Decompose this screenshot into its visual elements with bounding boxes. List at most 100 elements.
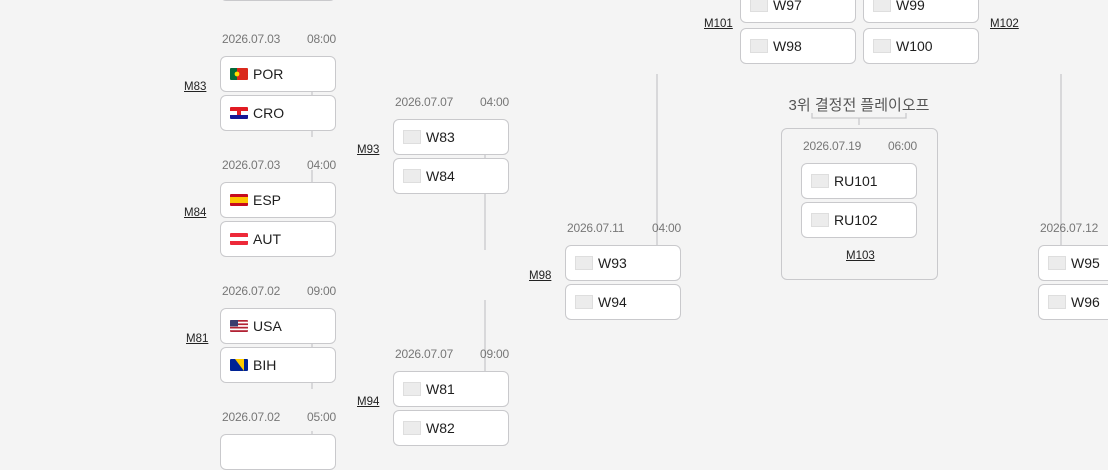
match-m98: 2026.07.11 04:00 W93 W94	[565, 221, 681, 320]
placeholder-flag-icon	[750, 39, 768, 53]
team-name: ESP	[253, 192, 282, 208]
team-slot[interactable]: W96	[1038, 284, 1108, 320]
team-slot-por[interactable]: POR	[220, 56, 336, 92]
team-name: POR	[253, 66, 284, 82]
team-slot[interactable]: W98	[740, 28, 856, 64]
placeholder-flag-icon	[1048, 256, 1066, 270]
team-name: USA	[253, 318, 282, 334]
team-slot-bih[interactable]: BIH	[220, 347, 336, 383]
match-time: 04:00	[306, 158, 336, 172]
placeholder-flag-icon	[811, 174, 829, 188]
match-date: 2026.07.07	[395, 95, 454, 109]
match-time: 06:00	[887, 139, 917, 153]
match-m81: 2026.07.02 09:00 USA BIH	[220, 284, 336, 383]
match-m93: 2026.07.07 04:00 W83 W84	[393, 95, 509, 194]
team-name: W98	[773, 38, 802, 54]
match-date: 2026.07.12	[1040, 221, 1099, 235]
placeholder-flag-icon	[575, 295, 593, 309]
match-link-m98[interactable]: M98	[529, 270, 552, 282]
placeholder-flag-icon	[811, 213, 829, 227]
team-slot[interactable]: RU101	[801, 163, 917, 199]
team-slot[interactable]: W81	[393, 371, 509, 407]
team-slot-cro[interactable]: CRO	[220, 95, 336, 131]
match-m101: W97 W98	[740, 0, 856, 64]
team-slot[interactable]: W83	[393, 119, 509, 155]
croatia-flag-icon	[230, 107, 248, 119]
placeholder-flag-icon	[403, 169, 421, 183]
match-link-m102[interactable]: M102	[990, 18, 1019, 30]
match-m94: 2026.07.07 09:00 W81 W82	[393, 347, 509, 446]
team-slot[interactable]: W97	[740, 0, 856, 23]
team-slot-aut[interactable]: AUT	[220, 221, 336, 257]
placeholder-flag-icon	[873, 0, 891, 12]
team-name: W97	[773, 0, 802, 13]
match-date: 2026.07.03	[222, 158, 281, 172]
placeholder-flag-icon	[575, 256, 593, 270]
team-name: W93	[598, 255, 627, 271]
match-date: 2026.07.02	[222, 410, 281, 424]
team-slot[interactable]	[220, 0, 336, 1]
team-slot[interactable]: W82	[393, 410, 509, 446]
match-link-m81[interactable]: M81	[186, 333, 209, 345]
team-name: W94	[598, 294, 627, 310]
team-slot[interactable]	[220, 434, 336, 470]
match-partial-top	[220, 0, 336, 1]
team-name: CRO	[253, 105, 285, 121]
match-time: 09:00	[479, 347, 509, 361]
team-slot[interactable]: W94	[565, 284, 681, 320]
match-time: 05:00	[306, 410, 336, 424]
placeholder-flag-icon	[403, 421, 421, 435]
team-slot[interactable]: RU102	[801, 202, 917, 238]
team-slot[interactable]: W93	[565, 245, 681, 281]
team-name: W100	[896, 38, 933, 54]
team-slot-usa[interactable]: USA	[220, 308, 336, 344]
match-m84: 2026.07.03 04:00 ESP AUT	[220, 158, 336, 257]
team-name: W96	[1071, 294, 1100, 310]
team-slot[interactable]: W95	[1038, 245, 1108, 281]
match-m102: W99 W100	[863, 0, 979, 64]
team-name: BIH	[253, 357, 277, 373]
team-name: W95	[1071, 255, 1100, 271]
match-time: 09:00	[306, 284, 336, 298]
placeholder-flag-icon	[750, 0, 768, 12]
team-name: RU102	[834, 212, 878, 228]
match-date: 2026.07.02	[222, 284, 281, 298]
portugal-flag-icon	[230, 68, 248, 80]
match-m83: 2026.07.03 08:00 POR CRO	[220, 32, 336, 131]
placeholder-flag-icon	[403, 382, 421, 396]
match-date: 2026.07.07	[395, 347, 454, 361]
team-name: W84	[426, 168, 455, 184]
team-name: W82	[426, 420, 455, 436]
match-m82: 2026.07.02 05:00	[220, 410, 336, 470]
team-name: W81	[426, 381, 455, 397]
bosnia-flag-icon	[230, 359, 248, 371]
match-link-m103[interactable]: M103	[846, 250, 875, 262]
team-slot[interactable]: W84	[393, 158, 509, 194]
third-place-title: 3위 결정전 플레이오프	[788, 97, 930, 114]
match-right-semifinal: 2026.07.12 W95 W96	[1038, 221, 1108, 320]
team-slot-esp[interactable]: ESP	[220, 182, 336, 218]
match-time: 08:00	[306, 32, 336, 46]
usa-flag-icon	[230, 320, 248, 332]
match-time: 04:00	[651, 221, 681, 235]
match-link-m101[interactable]: M101	[704, 18, 733, 30]
team-name: W83	[426, 129, 455, 145]
match-link-m84[interactable]: M84	[184, 207, 207, 219]
match-time: 04:00	[479, 95, 509, 109]
match-date: 2026.07.19	[803, 139, 862, 153]
bracket-connectors	[311, 74, 1062, 441]
team-name: W99	[896, 0, 925, 13]
team-slot[interactable]: W99	[863, 0, 979, 23]
team-name: RU101	[834, 173, 878, 189]
team-name: AUT	[253, 231, 281, 247]
match-link-m93[interactable]: M93	[357, 144, 380, 156]
team-slot[interactable]: W100	[863, 28, 979, 64]
match-link-m83[interactable]: M83	[184, 81, 207, 93]
match-link-m94[interactable]: M94	[357, 396, 380, 408]
placeholder-flag-icon	[403, 130, 421, 144]
placeholder-flag-icon	[1048, 295, 1066, 309]
spain-flag-icon	[230, 194, 248, 206]
match-date: 2026.07.03	[222, 32, 281, 46]
match-m103: 2026.07.19 06:00 RU101 RU102	[801, 139, 917, 238]
match-date: 2026.07.11	[567, 221, 625, 235]
